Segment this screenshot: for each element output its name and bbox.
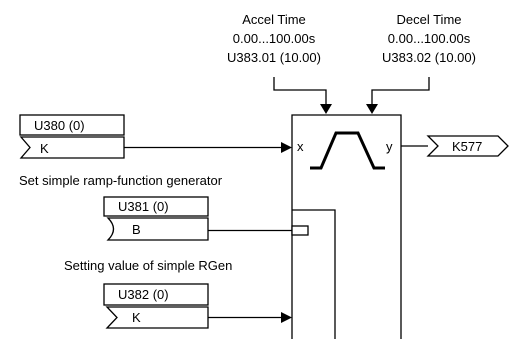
input-u380-param-box: [19, 114, 125, 136]
ramp-function-block: x y: [291, 114, 402, 339]
decel-time-connector: [371, 77, 430, 104]
accel-time-arrow: [320, 104, 332, 114]
accel-time-group: Accel Time 0.00...100.00s U383.01 (10.00…: [227, 12, 332, 114]
binary-input-port: [291, 225, 309, 236]
input-u381: U381 (0) B Setting value of simple RGen: [64, 196, 292, 273]
output-connector: K577: [401, 135, 509, 157]
decel-time-param: U383.02 (10.00): [382, 50, 476, 65]
input-u382-param-box: [103, 283, 209, 306]
input-u381-type: B: [132, 222, 141, 237]
ramp-trapezoid-symbol: [310, 131, 385, 170]
input-u380-arrow: [281, 142, 292, 153]
ramp-output-label: y: [386, 139, 393, 154]
input-u381-connector: [106, 217, 209, 241]
input-u381-param-box: [103, 196, 209, 217]
accel-time-title: Accel Time: [242, 12, 306, 27]
accel-time-param: U383.01 (10.00): [227, 50, 321, 65]
decel-time-arrow: [366, 104, 378, 114]
accel-time-connector: [273, 77, 327, 104]
input-u380-type: K: [40, 141, 49, 156]
input-u380: U380 (0) K Set simple ramp-function gene…: [19, 114, 292, 188]
input-u381-caption: Setting value of simple RGen: [64, 258, 232, 273]
decel-time-range: 0.00...100.00s: [388, 31, 471, 46]
output-connector-k577: [426, 135, 509, 157]
input-u382-param: U382 (0): [118, 287, 169, 302]
input-u382-type: K: [132, 310, 141, 325]
input-u382-arrow: [281, 312, 292, 323]
output-connector-label: K577: [452, 139, 482, 154]
input-u380-connector: [19, 136, 125, 159]
accel-time-range: 0.00...100.00s: [233, 31, 316, 46]
input-u381-param: U381 (0): [118, 199, 169, 214]
decel-time-group: Decel Time 0.00...100.00s U383.02 (10.00…: [366, 12, 476, 114]
ramp-input-label: x: [297, 139, 304, 154]
inner-block-frame: [292, 209, 336, 339]
input-u382-connector: [105, 306, 209, 329]
input-u382: U382 (0) K: [103, 283, 292, 329]
input-u380-param: U380 (0): [34, 118, 85, 133]
decel-time-title: Decel Time: [396, 12, 461, 27]
input-u380-caption: Set simple ramp-function generator: [19, 173, 223, 188]
